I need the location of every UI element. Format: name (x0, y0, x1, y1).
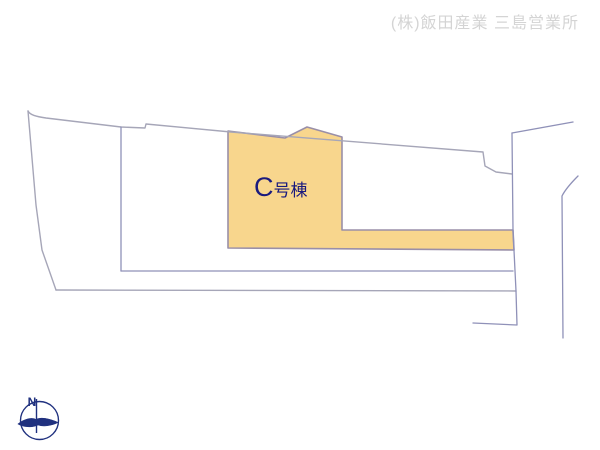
site-boundary-top-path (27, 110, 513, 175)
lot-c-label: C号棟 (254, 172, 308, 203)
road-right-edge-path (472, 132, 518, 326)
neighbor-parcel-right-line (561, 175, 579, 339)
lot-c-label-letter: C (254, 172, 274, 202)
north-compass: N (17, 395, 60, 441)
company-credit-text: (株)飯田産業 三島営業所 (390, 15, 579, 32)
lot-c-label-suffix: 号棟 (273, 181, 308, 200)
compass-circle-icon (19, 400, 60, 441)
lot-c-polygon (227, 126, 515, 251)
site-boundary-left-path (27, 110, 57, 291)
compass-wings-icon (17, 417, 59, 428)
compass-north-label: N (28, 395, 37, 409)
site-boundary-bottom-path (55, 289, 517, 292)
neighbor-parcel-top-line (511, 121, 574, 134)
